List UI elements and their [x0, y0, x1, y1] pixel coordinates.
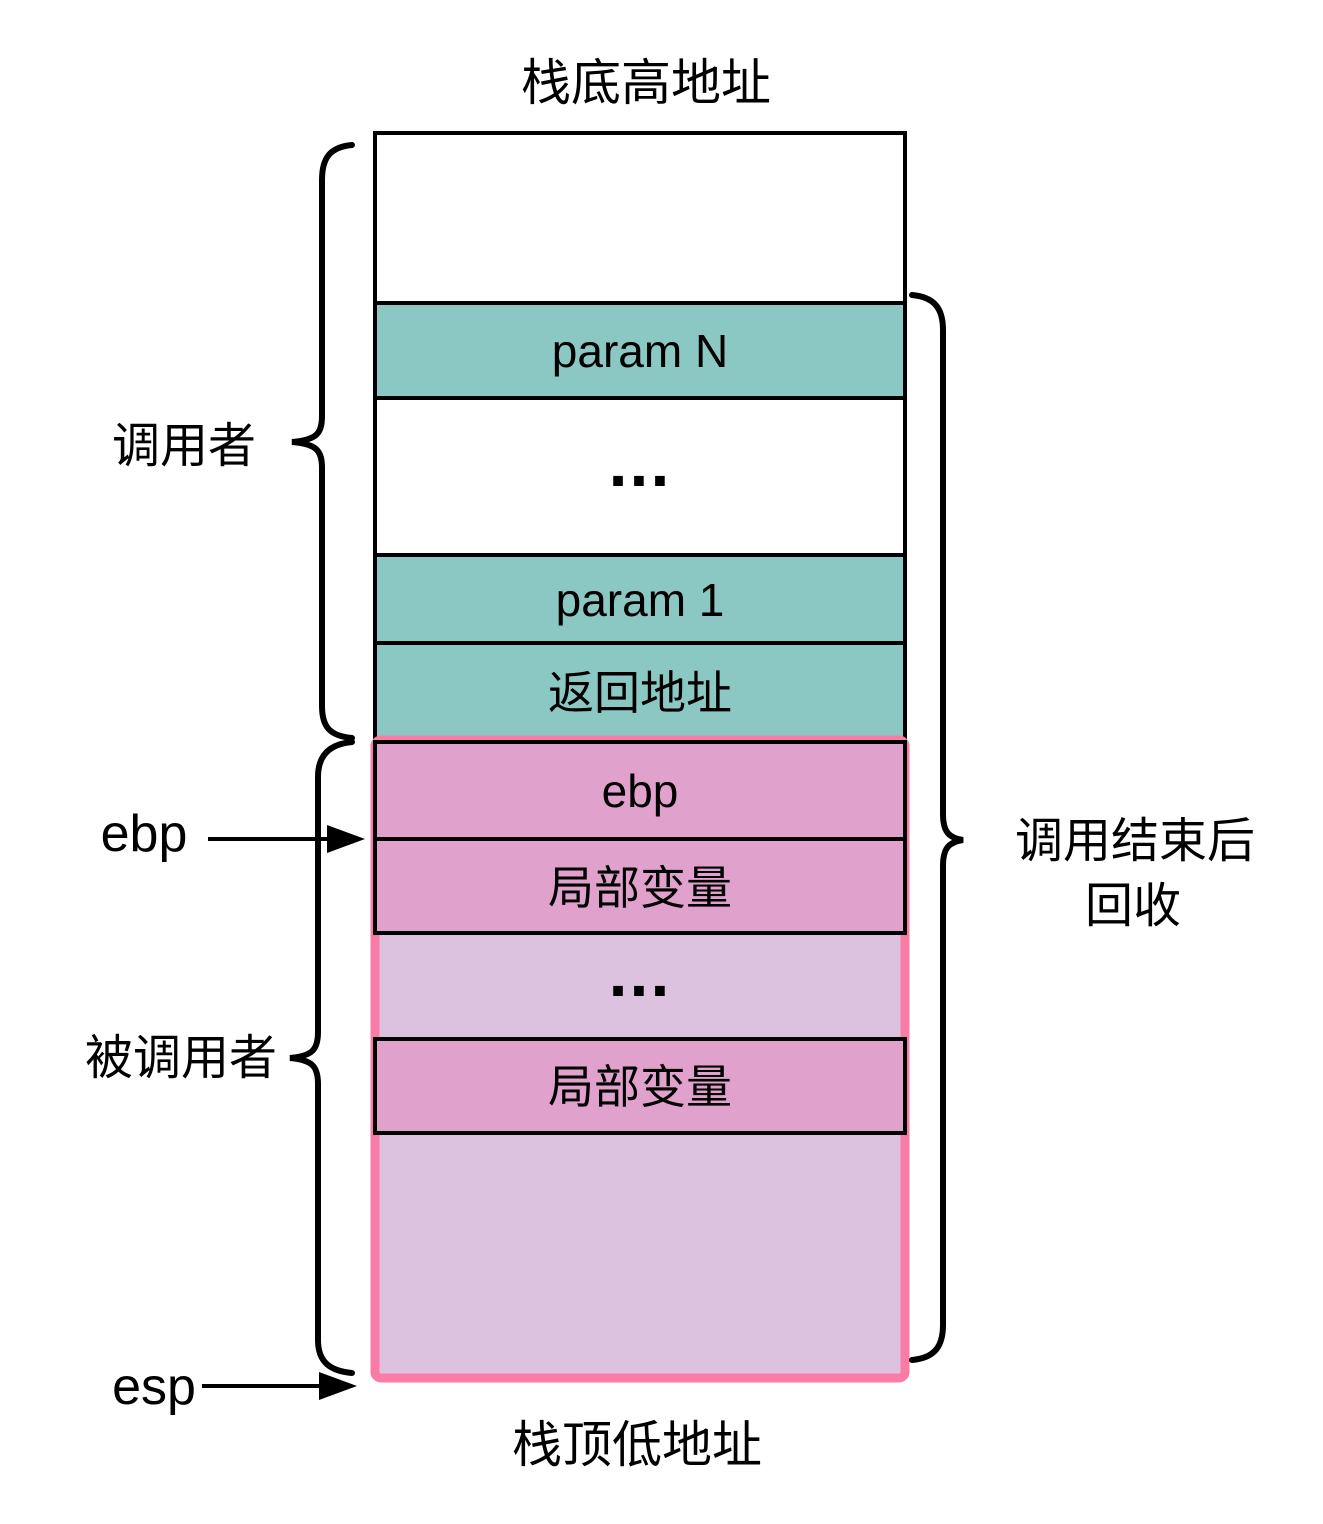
caller-label: 调用者: [112, 420, 256, 473]
ebp-register-label: ebp: [101, 805, 188, 863]
return-address-label: 返回地址: [548, 667, 732, 719]
reclaim-label-line2: 回收: [1085, 880, 1181, 933]
caller-brace: [291, 142, 355, 741]
esp-pointer-arrowhead-icon: [319, 1372, 357, 1400]
return-address-block: [373, 641, 907, 742]
stack-bottom-high-address-label: 栈底高地址: [521, 55, 771, 111]
local-var-2-block: [373, 1037, 907, 1135]
local-var-1-label: 局部变量: [548, 862, 732, 914]
reclaim-label-line1: 调用结束后: [1015, 815, 1255, 868]
callee-brace: [289, 739, 355, 1376]
reclaim-brace: [909, 292, 964, 1363]
local-var-1-block: [373, 837, 907, 935]
stack-top-low-address-label: 栈顶低地址: [512, 1417, 762, 1473]
ebp-pointer-arrowhead-icon: [327, 825, 365, 853]
param-n-block: [373, 301, 907, 400]
callee-ellipsis-label: ...: [609, 935, 672, 1011]
esp-register-label: esp: [112, 1358, 196, 1416]
param-n-label: param N: [552, 325, 728, 377]
caller-ellipsis-label: ...: [609, 425, 672, 501]
saved-ebp-label: ebp: [602, 765, 679, 817]
local-var-2-label: 局部变量: [548, 1061, 732, 1113]
callee-label: 被调用者: [85, 1032, 277, 1085]
param-1-label: param 1: [556, 574, 725, 626]
